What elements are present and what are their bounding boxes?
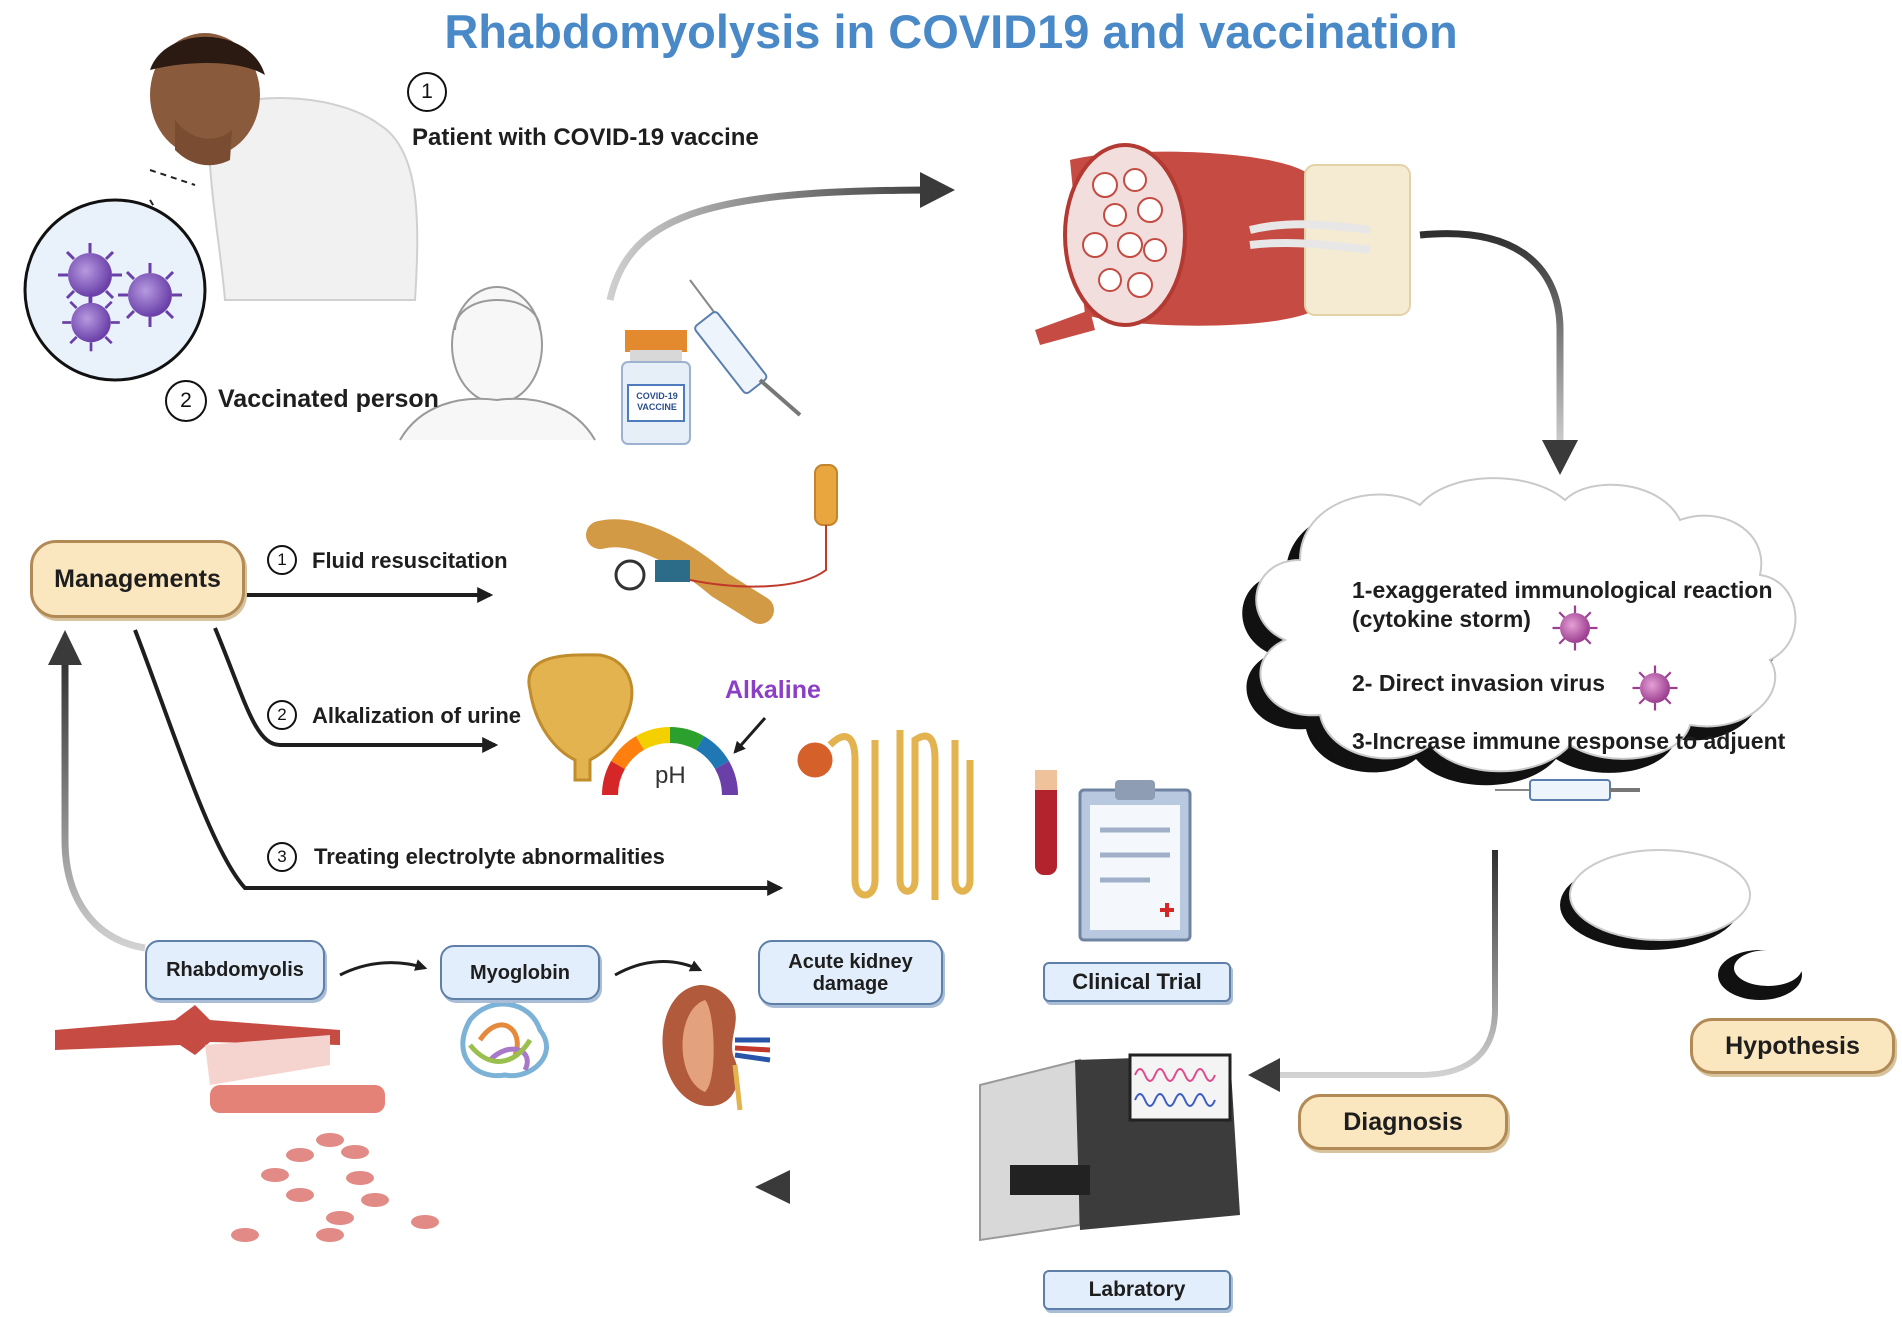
acute-kidney-damage-line2: damage (812, 972, 889, 995)
virus-magnifier-icon (23, 169, 207, 382)
syringe-icon (689, 279, 802, 417)
step1-label: Patient with COVID-19 vaccine (412, 124, 759, 151)
arrowhead (1248, 1058, 1280, 1092)
vaccine-vial-icon (621, 330, 691, 445)
arrow-alkaline (733, 717, 767, 754)
clinical-trial-box: Clinical Trial (1043, 962, 1231, 1002)
bladder-illustration (527, 653, 634, 782)
ph-label: pH (655, 762, 686, 789)
step-number: 3 (267, 842, 297, 872)
arrowhead (48, 630, 82, 665)
arrow-to-diagnosis (1270, 850, 1498, 1078)
arrow-return-to-managements (61, 655, 146, 952)
blood-sample-tube-icon (1035, 770, 1057, 875)
syringe-icon-small (1495, 779, 1640, 801)
step-number: 1 (407, 72, 447, 112)
hypothesis-item-1: 1-exaggerated immunological reaction (1352, 577, 1773, 603)
arrowhead (1542, 440, 1578, 475)
vaccinated-person-illustration (399, 286, 596, 441)
arrowhead (755, 1170, 790, 1204)
hypothesis-item-2: 2- Direct invasion virus (1352, 670, 1606, 696)
rhabdomyolysis-box: Rhabdomyolis (145, 940, 325, 1000)
arrowhead (920, 172, 955, 208)
nephron-illustration (797, 730, 974, 900)
acute-kidney-damage-line1: Acute kidney (788, 950, 913, 973)
iv-drip-illustration (586, 464, 838, 624)
step-number: 2 (267, 700, 297, 730)
kidney-illustration (662, 985, 771, 1111)
clipboard-icon (1078, 780, 1192, 942)
virus-icon-small (1552, 605, 1598, 651)
muscle-fiber-illustration (1035, 143, 1411, 345)
alkalization-label: Alkalization of urine (312, 703, 522, 728)
hypothesis-box: Hypothesis (1690, 1018, 1895, 1074)
diagnosis-box: Diagnosis (1298, 1094, 1508, 1150)
arrow-myoglobin-to-aki (614, 960, 703, 977)
step-number: 2 (165, 380, 207, 422)
thought-bubbles (1560, 849, 1802, 1000)
laboratory-box: Labratory (1043, 1270, 1231, 1310)
diagram-title: Rhabdomyolysis in COVID19 and vaccinatio… (444, 5, 1458, 58)
alkaline-label: Alkaline (725, 676, 821, 704)
hypothesis-item-1b: (cytokine storm) (1352, 606, 1531, 632)
virus-icon-small (1632, 665, 1678, 711)
arrow-to-muscle (606, 186, 941, 301)
arrow-rhabdo-to-myoglobin (339, 959, 428, 977)
ph-gauge-icon (601, 726, 739, 796)
arrow-electrolyte (133, 629, 784, 896)
electrolyte-label: Treating electrolyte abnormalities (314, 844, 665, 869)
damaged-muscle-illustration (55, 1005, 439, 1242)
managements-box: Managements (30, 540, 245, 618)
step2-label: Vaccinated person (218, 385, 439, 413)
hypothesis-item-3: 3-Increase immune response to adjuent (1352, 728, 1786, 754)
fluid-resuscitation-label: Fluid resuscitation (312, 548, 508, 573)
vaccine-vial-label: COVID-19 VACCINE (636, 391, 678, 412)
step-number: 1 (267, 545, 297, 575)
sick-patient-illustration (150, 33, 419, 301)
arrow-to-hypothesis (1419, 230, 1564, 450)
acute-kidney-damage-box: Acute kidney damage (758, 940, 943, 1005)
lab-analyzer-illustration (979, 1053, 1240, 1242)
arrow-alkalization (213, 627, 499, 753)
myoglobin-box: Myoglobin (440, 945, 600, 1000)
myoglobin-protein-illustration (460, 1001, 549, 1079)
